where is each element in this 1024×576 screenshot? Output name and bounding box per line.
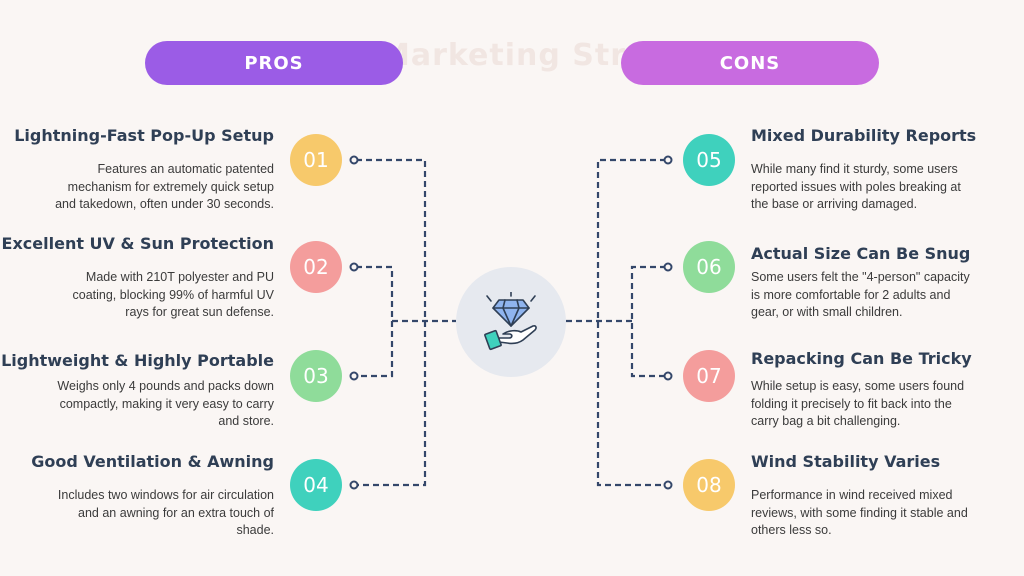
pros-item-desc: Made with 210T polyester and PU coating,… bbox=[72, 270, 275, 319]
cons-header: CONS bbox=[621, 41, 879, 85]
cons-item-title: Actual Size Can Be Snug bbox=[751, 244, 971, 263]
cons-item-desc: While setup is easy, some users found fo… bbox=[751, 379, 965, 428]
pros-item-desc: Includes two windows for air circulation… bbox=[57, 488, 274, 537]
cons-item-desc: Performance in wind received mixed revie… bbox=[751, 488, 968, 537]
pros-header: PROS bbox=[145, 41, 403, 85]
pros-item-title: Excellent UV & Sun Protection bbox=[1, 234, 274, 253]
pros-item-desc: Features an automatic patented mechanism… bbox=[55, 162, 274, 211]
pros-item-desc: Weighs only 4 pounds and packs down comp… bbox=[57, 379, 274, 428]
number-badge: 05 bbox=[683, 134, 735, 186]
pros-label: PROS bbox=[244, 52, 304, 74]
number-badge: 08 bbox=[683, 459, 735, 511]
number-badge: 04 bbox=[290, 459, 342, 511]
number-badge: 06 bbox=[683, 241, 735, 293]
cons-item-title: Mixed Durability Reports bbox=[751, 126, 977, 145]
diamond-hand-icon bbox=[484, 292, 537, 351]
number-badge: 01 bbox=[290, 134, 342, 186]
cons-item-desc: While many find it sturdy, some users re… bbox=[751, 162, 961, 211]
center-badge bbox=[456, 267, 566, 377]
number-badge: 02 bbox=[290, 241, 342, 293]
pros-item-title: Lightweight & Highly Portable bbox=[1, 351, 274, 370]
number-badge: 07 bbox=[683, 350, 735, 402]
pros-item-title: Good Ventilation & Awning bbox=[31, 452, 274, 471]
cons-item-title: Wind Stability Varies bbox=[751, 452, 941, 471]
cons-item-desc: Some users felt the "4-person" capacity … bbox=[751, 270, 970, 319]
pros-item-title: Lightning-Fast Pop-Up Setup bbox=[14, 126, 274, 145]
cons-item-title: Repacking Can Be Tricky bbox=[751, 349, 972, 368]
number-badge: 03 bbox=[290, 350, 342, 402]
background-title: Marketing Strategy bbox=[380, 38, 644, 73]
cons-label: CONS bbox=[719, 52, 781, 74]
